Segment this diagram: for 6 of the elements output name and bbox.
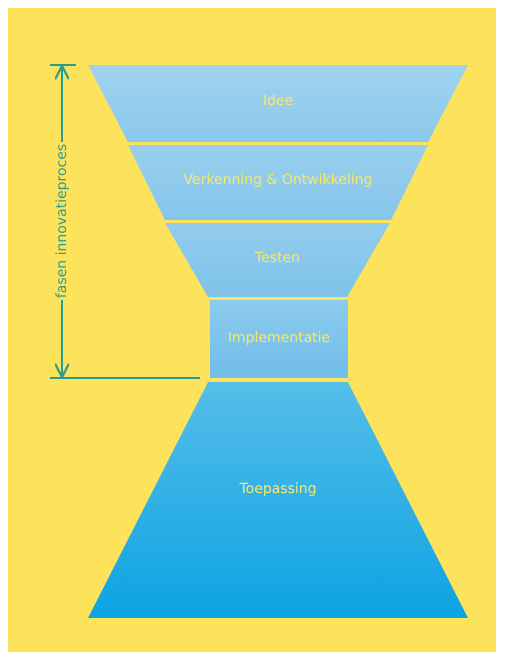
phase-label: Verkenning & Ontwikkeling <box>182 172 374 188</box>
phase-label: Idee <box>262 93 294 109</box>
phase-label: Toepassing <box>238 481 318 497</box>
phase-label: Implementatie <box>226 330 332 346</box>
dimension-label: fasen innovatieproces <box>54 144 70 298</box>
phase-label: Testen <box>254 250 302 266</box>
